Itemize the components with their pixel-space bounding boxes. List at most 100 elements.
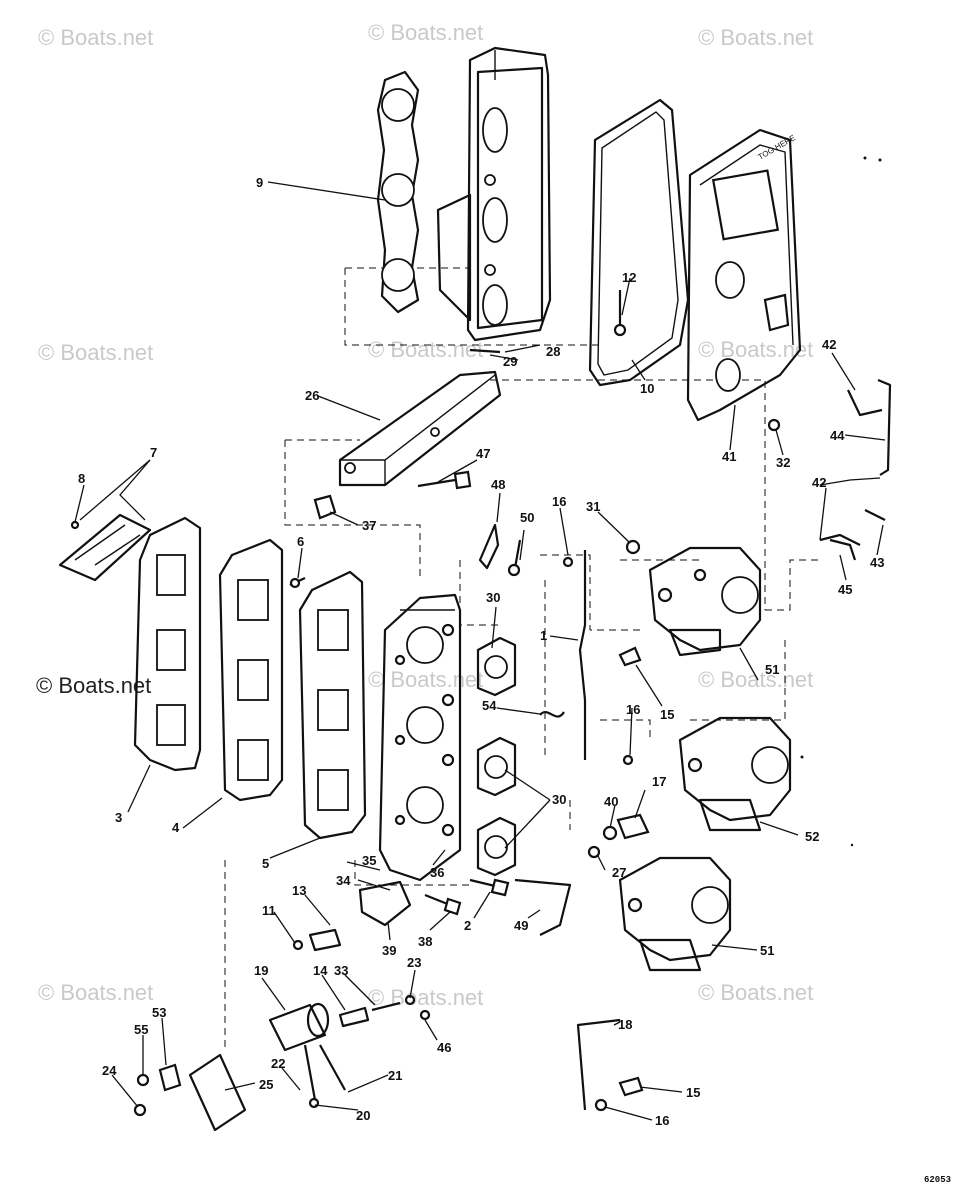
callout-labels: 9 12 28 29 10 41 32 42 44 42 43 45 26 47… [78, 175, 884, 1128]
screw-6 [289, 577, 306, 589]
callout-16-top: 16 [552, 494, 566, 509]
cover-25 [188, 1053, 247, 1132]
reed-plate-4 [218, 538, 284, 802]
clip-42-top [847, 389, 883, 417]
callout-20: 20 [356, 1108, 370, 1123]
callout-23: 23 [407, 955, 421, 970]
hose-44 [877, 378, 892, 476]
leader-lines [74, 181, 886, 1121]
callout-5: 5 [262, 856, 269, 871]
bracket-39 [358, 880, 412, 927]
callout-42-top: 42 [822, 337, 836, 352]
bolt-38 [424, 893, 462, 916]
callout-6: 6 [297, 534, 304, 549]
carburetor-51-upper [648, 546, 762, 657]
watermark: © Boats.net [698, 667, 813, 692]
callout-8: 8 [78, 471, 85, 486]
callout-10: 10 [640, 381, 654, 396]
callout-16-bottom: 16 [655, 1113, 669, 1128]
callout-12: 12 [622, 270, 636, 285]
callout-37: 37 [362, 518, 376, 533]
callout-49: 49 [514, 918, 528, 933]
intake-manifold-28 [436, 46, 552, 342]
callout-24: 24 [102, 1063, 117, 1078]
wire-21 [319, 1044, 346, 1091]
callout-36: 36 [430, 865, 444, 880]
callout-44: 44 [830, 428, 845, 443]
screw-50 [507, 539, 522, 577]
callout-4: 4 [172, 820, 180, 835]
callout-7: 7 [150, 445, 157, 460]
clip-16-mid [622, 754, 634, 766]
link-15-bottom [618, 1076, 644, 1097]
hose-49 [514, 878, 572, 936]
bracket-48 [478, 523, 500, 570]
callout-2: 2 [464, 918, 471, 933]
plunger-14 [338, 1006, 370, 1028]
gasket-30-lower [476, 816, 517, 877]
callout-9: 9 [256, 175, 263, 190]
link-17 [616, 813, 650, 840]
gasket-30-mid [476, 736, 517, 797]
callout-21: 21 [388, 1068, 402, 1083]
nut-31 [625, 539, 641, 555]
callout-54: 54 [482, 698, 497, 713]
hose-45 [829, 538, 857, 561]
callout-50: 50 [520, 510, 534, 525]
bracket-53 [158, 1063, 182, 1092]
gasket-5 [298, 570, 367, 840]
callout-33: 33 [334, 963, 348, 978]
cover-41: TOG HERE [686, 128, 802, 422]
screw-29 [469, 348, 501, 354]
callout-41: 41 [722, 449, 736, 464]
callout-25: 25 [259, 1077, 273, 1092]
bolt-2 [469, 878, 510, 897]
callout-27: 27 [612, 865, 626, 880]
callout-42-bottom: 42 [812, 475, 826, 490]
callout-30-top: 30 [486, 590, 500, 605]
callout-45: 45 [838, 582, 852, 597]
clip-16-bottom [594, 1098, 608, 1112]
carburetor-52 [678, 716, 792, 832]
callout-53: 53 [152, 1005, 166, 1020]
callout-51-top: 51 [765, 662, 779, 677]
screw-27 [587, 845, 601, 859]
callout-35: 35 [362, 853, 376, 868]
link-15-top [618, 646, 642, 667]
callout-32: 32 [776, 455, 790, 470]
screw-32 [767, 418, 781, 432]
pin-8 [70, 520, 80, 530]
callout-46: 46 [437, 1040, 451, 1055]
callout-22: 22 [271, 1056, 285, 1071]
gasket-9 [376, 70, 420, 314]
fitting-43 [864, 509, 886, 521]
callout-18: 18 [618, 1017, 632, 1032]
watermark: © Boats.net [698, 337, 813, 362]
screw-11 [292, 939, 304, 951]
nut-40 [602, 825, 618, 841]
gasket-10 [588, 98, 690, 387]
callout-3: 3 [115, 810, 122, 825]
watermark: © Boats.net [38, 25, 153, 50]
callout-28: 28 [546, 344, 560, 359]
screw-55 [136, 1073, 150, 1087]
callout-17: 17 [652, 774, 666, 789]
watermark: © Boats.net [38, 340, 153, 365]
callout-15-top: 15 [660, 707, 674, 722]
callout-51-bottom: 51 [760, 943, 774, 958]
solenoid-19 [268, 1002, 330, 1052]
spring-54 [539, 711, 565, 718]
bolt-47 [417, 470, 472, 490]
print-specks [800, 156, 882, 847]
callout-39: 39 [382, 943, 396, 958]
gasket-30-upper [476, 636, 517, 697]
callout-11: 11 [262, 903, 276, 918]
rod-18 [576, 1018, 621, 1111]
watermark: © Boats.net [368, 20, 483, 45]
callout-14: 14 [313, 963, 328, 978]
gasket-3 [133, 516, 202, 772]
watermark: © Boats.net [368, 337, 483, 362]
screw-24 [133, 1103, 147, 1117]
